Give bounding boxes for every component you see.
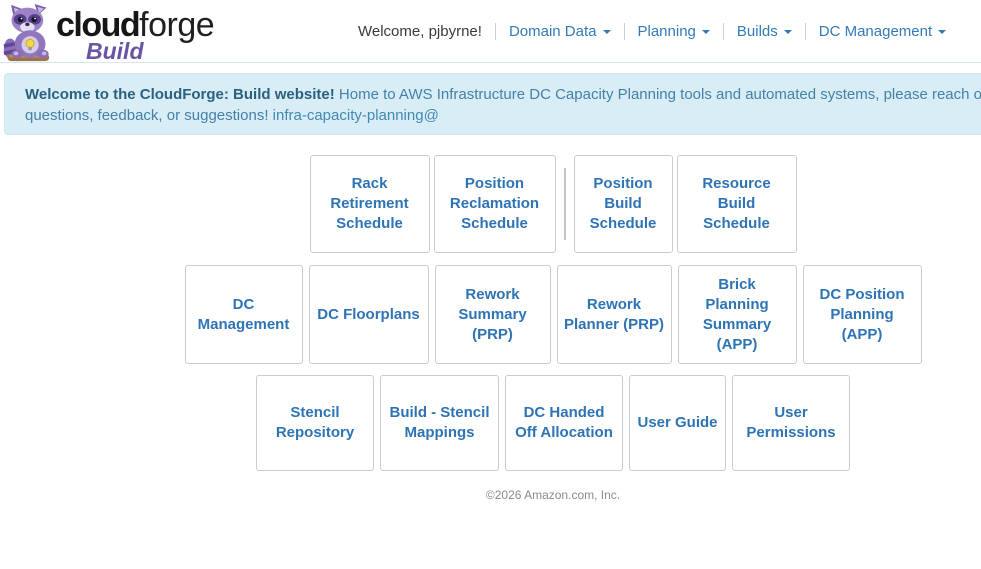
brand-build: Build: [86, 38, 144, 64]
nav-separator: [623, 23, 625, 40]
tile-row-1: Rack Retirement Schedule Position Reclam…: [0, 155, 981, 253]
tile-dc-floorplans[interactable]: DC Floorplans: [308, 265, 429, 364]
brand-logo[interactable]: cloudforge Build: [2, 2, 232, 64]
tile-dc-position-planning-app[interactable]: DC Position Planning (APP): [802, 265, 922, 364]
copyright: ©2026 Amazon.com, Inc.: [485, 488, 621, 502]
chevron-down-icon: [602, 30, 611, 35]
nav-separator: [804, 23, 806, 40]
tile-resource-build-schedule[interactable]: Resource Build Schedule: [676, 155, 797, 253]
banner-line-2: questions, feedback, or suggestions! inf…: [25, 105, 981, 126]
tile-dc-management[interactable]: DC Management: [184, 265, 303, 364]
tile-build-stencil-mappings[interactable]: Build - Stencil Mappings: [380, 375, 499, 471]
page: cloudforge Build Welcome, pjbyrne! Domai…: [0, 0, 981, 502]
tile-dc-handed-off-allocation[interactable]: DC Handed Off Allocation: [505, 375, 623, 471]
nav-builds[interactable]: Builds: [737, 23, 792, 40]
nav-domain-data-label: Domain Data: [508, 23, 597, 40]
info-banner: Welcome to the CloudForge: Build website…: [4, 73, 981, 135]
header: cloudforge Build Welcome, pjbyrne! Domai…: [0, 0, 981, 64]
banner-text-1: Home to AWS Infrastructure DC Capacity P…: [338, 86, 981, 103]
nav-dc-management[interactable]: DC Management: [818, 23, 947, 40]
tile-position-reclamation-schedule[interactable]: Position Reclamation Schedule: [433, 155, 556, 253]
main-nav: Welcome, pjbyrne! Domain Data Planning B…: [358, 0, 947, 63]
nav-planning-label: Planning: [637, 23, 696, 40]
banner-line-1: Welcome to the CloudForge: Build website…: [25, 84, 981, 105]
tile-stencil-repository[interactable]: Stencil Repository: [256, 375, 374, 471]
tile-rack-retirement-schedule[interactable]: Rack Retirement Schedule: [309, 155, 430, 253]
nav-separator: [494, 23, 496, 40]
tile-user-guide[interactable]: User Guide: [629, 375, 726, 471]
brand-forge: forge: [139, 6, 215, 44]
nav-separator: [722, 23, 724, 40]
brand-wordmark: cloudforge: [56, 6, 215, 45]
tile-user-permissions[interactable]: User Permissions: [732, 375, 850, 471]
chevron-down-icon: [701, 30, 710, 35]
tile-row-3: Stencil Repository Build - Stencil Mappi…: [0, 375, 981, 471]
tile-rework-planner-prp[interactable]: Rework Planner (PRP): [556, 265, 672, 364]
nav-domain-data[interactable]: Domain Data: [509, 23, 611, 40]
tile-position-build-schedule[interactable]: Position Build Schedule: [573, 155, 673, 253]
tile-rework-summary-prp[interactable]: Rework Summary (PRP): [434, 265, 551, 364]
infra-capacity-planning-link[interactable]: infra-capacity-planning@: [272, 107, 439, 124]
tile-brick-planning-summary-app[interactable]: Brick Planning Summary (APP): [677, 265, 797, 364]
nav-builds-label: Builds: [736, 23, 778, 40]
chevron-down-icon: [938, 30, 947, 35]
row-divider: [563, 168, 566, 240]
brand-cloud: cloud: [56, 6, 141, 44]
chevron-down-icon: [783, 30, 792, 35]
raccoon-mascot-icon: [3, 4, 50, 62]
welcome-text: Welcome, pjbyrne!: [358, 23, 482, 40]
nav-planning[interactable]: Planning: [638, 23, 710, 40]
banner-text-2: questions, feedback, or suggestions!: [25, 107, 273, 124]
tile-row-2: DC Management DC Floorplans Rework Summa…: [0, 265, 981, 364]
banner-heading: Welcome to the CloudForge: Build website…: [25, 86, 335, 103]
nav-dc-management-label: DC Management: [818, 23, 933, 40]
